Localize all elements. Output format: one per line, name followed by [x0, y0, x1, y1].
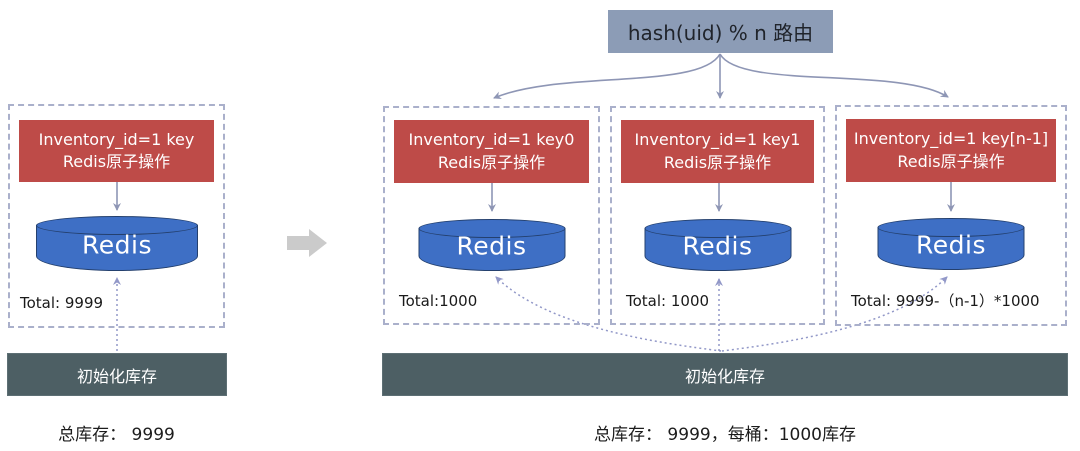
redis-label: Redis: [916, 230, 986, 260]
cylinder-top: [418, 219, 565, 238]
single-redis-panel: Inventory_id=1 key Redis原子操作 Redis Total…: [8, 104, 225, 328]
atomic-op-box: Inventory_id=1 key[n-1] Redis原子操作: [846, 119, 1056, 182]
init-inventory-bar: 初始化库存: [7, 353, 227, 396]
op-box-key-line: Inventory_id=1 key[n-1]: [853, 129, 1049, 149]
op-box-action-line: Redis原子操作: [437, 152, 546, 172]
shard-panel-key1: Inventory_id=1 key1 Redis原子操作 Redis Tota…: [610, 106, 825, 325]
redis-label: Redis: [682, 231, 753, 261]
transform-arrow-icon: [287, 229, 327, 257]
redis-label: Redis: [82, 230, 152, 260]
op-box-action-line: Redis原子操作: [62, 152, 171, 171]
redis-label: Redis: [456, 231, 527, 261]
redis-cylinder-icon: Redis: [36, 216, 198, 271]
hash-router-box: hash(uid) % n 路由: [608, 10, 833, 53]
shard-panel-key0: Inventory_id=1 key0 Redis原子操作 Redis Tota…: [383, 106, 600, 325]
router-fan-arrows: [493, 53, 949, 99]
shard-panel-key-n-1: Inventory_id=1 key[n-1] Redis原子操作 Redis …: [835, 105, 1067, 326]
cylinder-body: [36, 225, 198, 271]
init-inventory-label: 初始化库存: [684, 366, 765, 386]
op-box-key-line: Inventory_id=1 key1: [634, 130, 801, 150]
total-label: Total:1000: [399, 292, 478, 310]
left-total-caption: 总库存： 9999: [58, 425, 175, 445]
total-label: Total: 9999-（n-1）*1000: [851, 292, 1040, 310]
op-box-key-line: Inventory_id=1 key0: [408, 130, 575, 150]
init-inventory-bar: 初始化库存: [382, 353, 1068, 396]
atomic-op-box: Inventory_id=1 key Redis原子操作: [19, 120, 214, 182]
atomic-op-box: Inventory_id=1 key1 Redis原子操作: [621, 120, 814, 183]
right-total-caption: 总库存： 9999，每桶：1000库存: [594, 425, 856, 445]
total-label: Total: 1000: [626, 292, 710, 310]
redis-cylinder-icon: Redis: [644, 219, 791, 271]
total-label: Total: 9999: [20, 294, 104, 312]
op-box-key-line: Inventory_id=1 key: [38, 129, 195, 149]
cylinder-top: [36, 216, 198, 235]
op-box-action-line: Redis原子操作: [897, 151, 1005, 171]
atomic-op-box: Inventory_id=1 key0 Redis原子操作: [394, 120, 589, 183]
redis-cylinder-icon: Redis: [418, 219, 565, 271]
cylinder-top: [644, 219, 791, 238]
op-box-action-line: Redis原子操作: [663, 152, 772, 172]
hash-router-label: hash(uid) % n 路由: [627, 21, 814, 45]
redis-cylinder-icon: Redis: [877, 218, 1025, 270]
init-inventory-label: 初始化库存: [76, 366, 157, 386]
cylinder-top: [877, 218, 1025, 237]
